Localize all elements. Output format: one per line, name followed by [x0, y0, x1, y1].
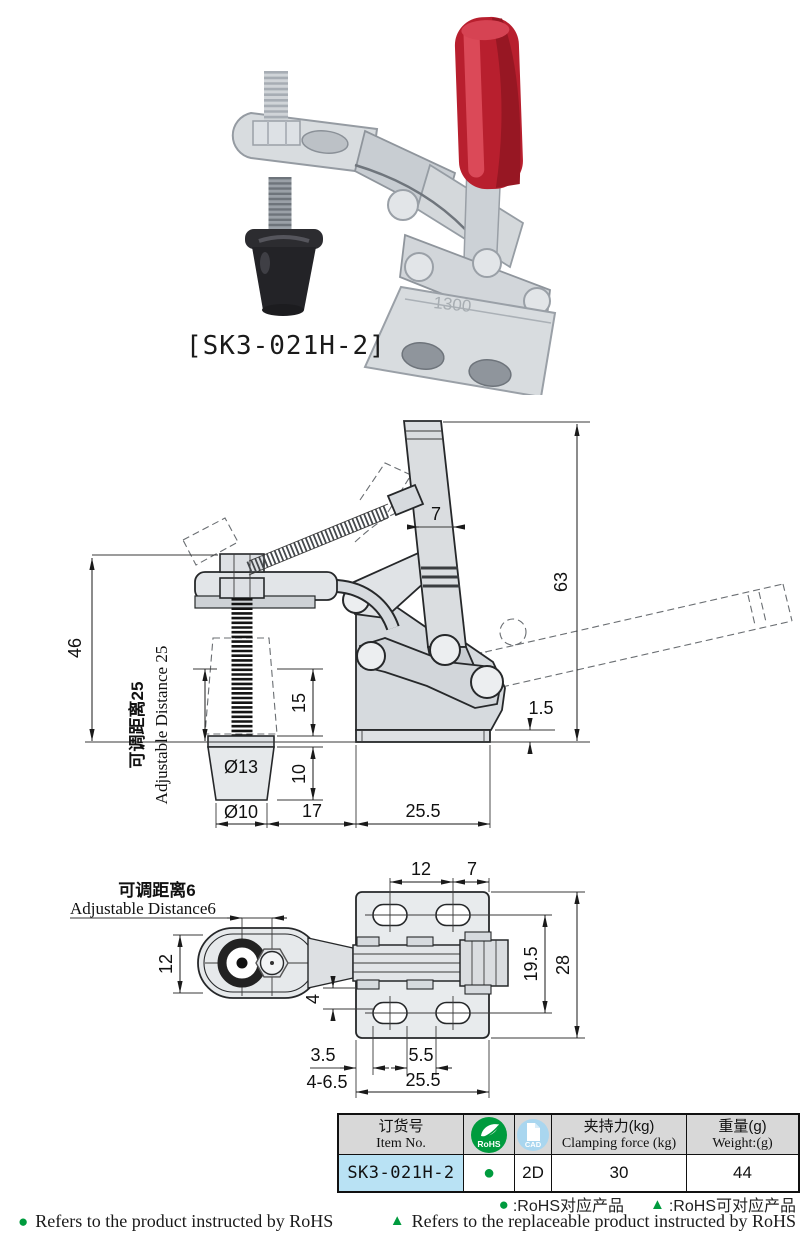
col-header-item-cn: 订货号: [378, 1117, 424, 1135]
dim-plate-width: 25.5: [405, 1070, 440, 1090]
arm-top-view: [197, 918, 355, 999]
dim-adjustable6-en: Adjustable Distance6: [70, 899, 216, 918]
cad-icon: CAD: [517, 1118, 549, 1151]
rohs-dot-icon: ●: [482, 1162, 496, 1184]
dim-hole-span: 12: [411, 859, 431, 879]
col-header-weight-en: Weight:(g): [712, 1135, 773, 1151]
rohs-icon: RoHS: [471, 1116, 507, 1153]
dim-slot-size: 4-6.5: [306, 1072, 347, 1092]
dim-base-length: 25.5: [405, 801, 440, 821]
col-header-item: 订货号 Item No.: [339, 1115, 464, 1155]
footer-dot-note: ● Refers to the product instructed by Ro…: [18, 1211, 333, 1232]
dim-screw-travel: 15: [289, 693, 309, 713]
rohs-legend: ● :RoHS对应产品 ▲ :RoHS可对应产品: [376, 1192, 796, 1216]
photo-spindle-foot: [245, 177, 323, 316]
dim-arm-width: 12: [156, 954, 176, 974]
knee-link: [359, 637, 502, 709]
dim-hole-offset: 4: [303, 994, 323, 1004]
photo-red-grip: [454, 16, 523, 190]
col-header-force-cn: 夹持力(kg): [583, 1117, 655, 1135]
top-view-drawing: 可调距离6 Adjustable Distance6 12 12 7 19.5 …: [70, 859, 585, 1098]
footer-triangle-icon: ▲: [389, 1213, 405, 1229]
slot-centerlines: [365, 878, 552, 1030]
dim-adjustable-en: Adjustable Distance 25: [152, 646, 171, 805]
dim-foot-dia-top: Ø13: [224, 757, 258, 777]
col-header-weight: 重量(g) Weight:(g): [687, 1115, 798, 1155]
photo-etched-marking: 1300: [433, 293, 473, 316]
top-view-dimensions: 可调距离6 Adjustable Distance6 12 12 7 19.5 …: [70, 859, 585, 1098]
alt-foot-outline: [204, 637, 278, 735]
dim-hole-gap: 5.5: [408, 1045, 433, 1065]
dim-base-lip: 1.5: [528, 698, 553, 718]
footer-dot-icon: ●: [18, 1212, 29, 1231]
product-photo: 1300: [231, 16, 557, 395]
dim-adjustable6-cn: 可调距离6: [118, 880, 195, 900]
rohs-icon-label: RoHS: [477, 1139, 500, 1149]
dim-handle-width: 7: [431, 504, 441, 524]
footer-notes: ● Refers to the product instructed by Ro…: [18, 1211, 796, 1232]
footer-dot-text: Refers to the product instructed by RoHS: [35, 1211, 334, 1231]
cad-icon-label: CAD: [525, 1140, 542, 1149]
cell-weight: 44: [733, 1163, 752, 1182]
spindle-nuts: [219, 553, 265, 599]
dim-foot-height: 10: [289, 764, 309, 784]
linkage-top-view: [352, 931, 509, 995]
legend-triangle-icon: ▲: [650, 1195, 665, 1213]
photo-stud: [252, 71, 301, 146]
dim-hole-rows: 19.5: [521, 946, 541, 981]
cell-rohs-mark: ●: [464, 1155, 515, 1191]
cell-clamping-force: 30: [552, 1155, 687, 1191]
photo-base: 1300: [363, 285, 557, 395]
legend-dot-text: :RoHS对应产品: [512, 1198, 624, 1215]
col-header-item-en: Item No.: [376, 1135, 426, 1151]
dim-hole-edge: 7: [467, 859, 477, 879]
dim-adjustable-cn: 可调距离25: [127, 682, 147, 769]
dim-plate-height: 28: [553, 955, 573, 975]
dim-edge-margin: 3.5: [310, 1045, 335, 1065]
col-header-force: 夹持力(kg) Clamping force (kg): [552, 1115, 687, 1155]
col-header-rohs: RoHS: [464, 1115, 515, 1155]
legend-dot-icon: ●: [498, 1194, 509, 1214]
product-caption: [SK3-021H-2]: [186, 331, 386, 361]
col-header-force-en: Clamping force (kg): [561, 1135, 677, 1151]
col-header-weight-cn: 重量(g): [718, 1117, 767, 1135]
dim-overall-height: 46: [65, 638, 85, 658]
diagonal-screw: [246, 483, 425, 576]
dim-open-height: 63: [551, 572, 571, 592]
footer-triangle-text: Refers to the replaceable product instru…: [411, 1211, 796, 1231]
footer-triangle-note: ▲ Refers to the replaceable product inst…: [390, 1211, 796, 1232]
side-view-dimensions: 46 可调距离25 Adjustable Distance 25 7 63 1.…: [65, 421, 590, 828]
rubber-foot: [207, 735, 275, 801]
col-header-cad: CAD: [515, 1115, 552, 1155]
legend-triangle-text: :RoHS可对应产品: [668, 1198, 796, 1215]
photo-rivets: [387, 189, 551, 315]
side-view-drawing: 46 可调距离25 Adjustable Distance 25 7 63 1.…: [65, 420, 793, 828]
spec-table: 订货号 Item No. RoHS CAD 夹持力(kg) Clamping f…: [337, 1113, 800, 1193]
cell-cad: 2D: [515, 1155, 552, 1191]
cell-item-no: SK3-021H-2: [339, 1155, 464, 1191]
photo-crease: [354, 163, 476, 241]
dim-foot-offset: 17: [302, 801, 322, 821]
dim-foot-dia-bottom: Ø10: [224, 802, 258, 822]
